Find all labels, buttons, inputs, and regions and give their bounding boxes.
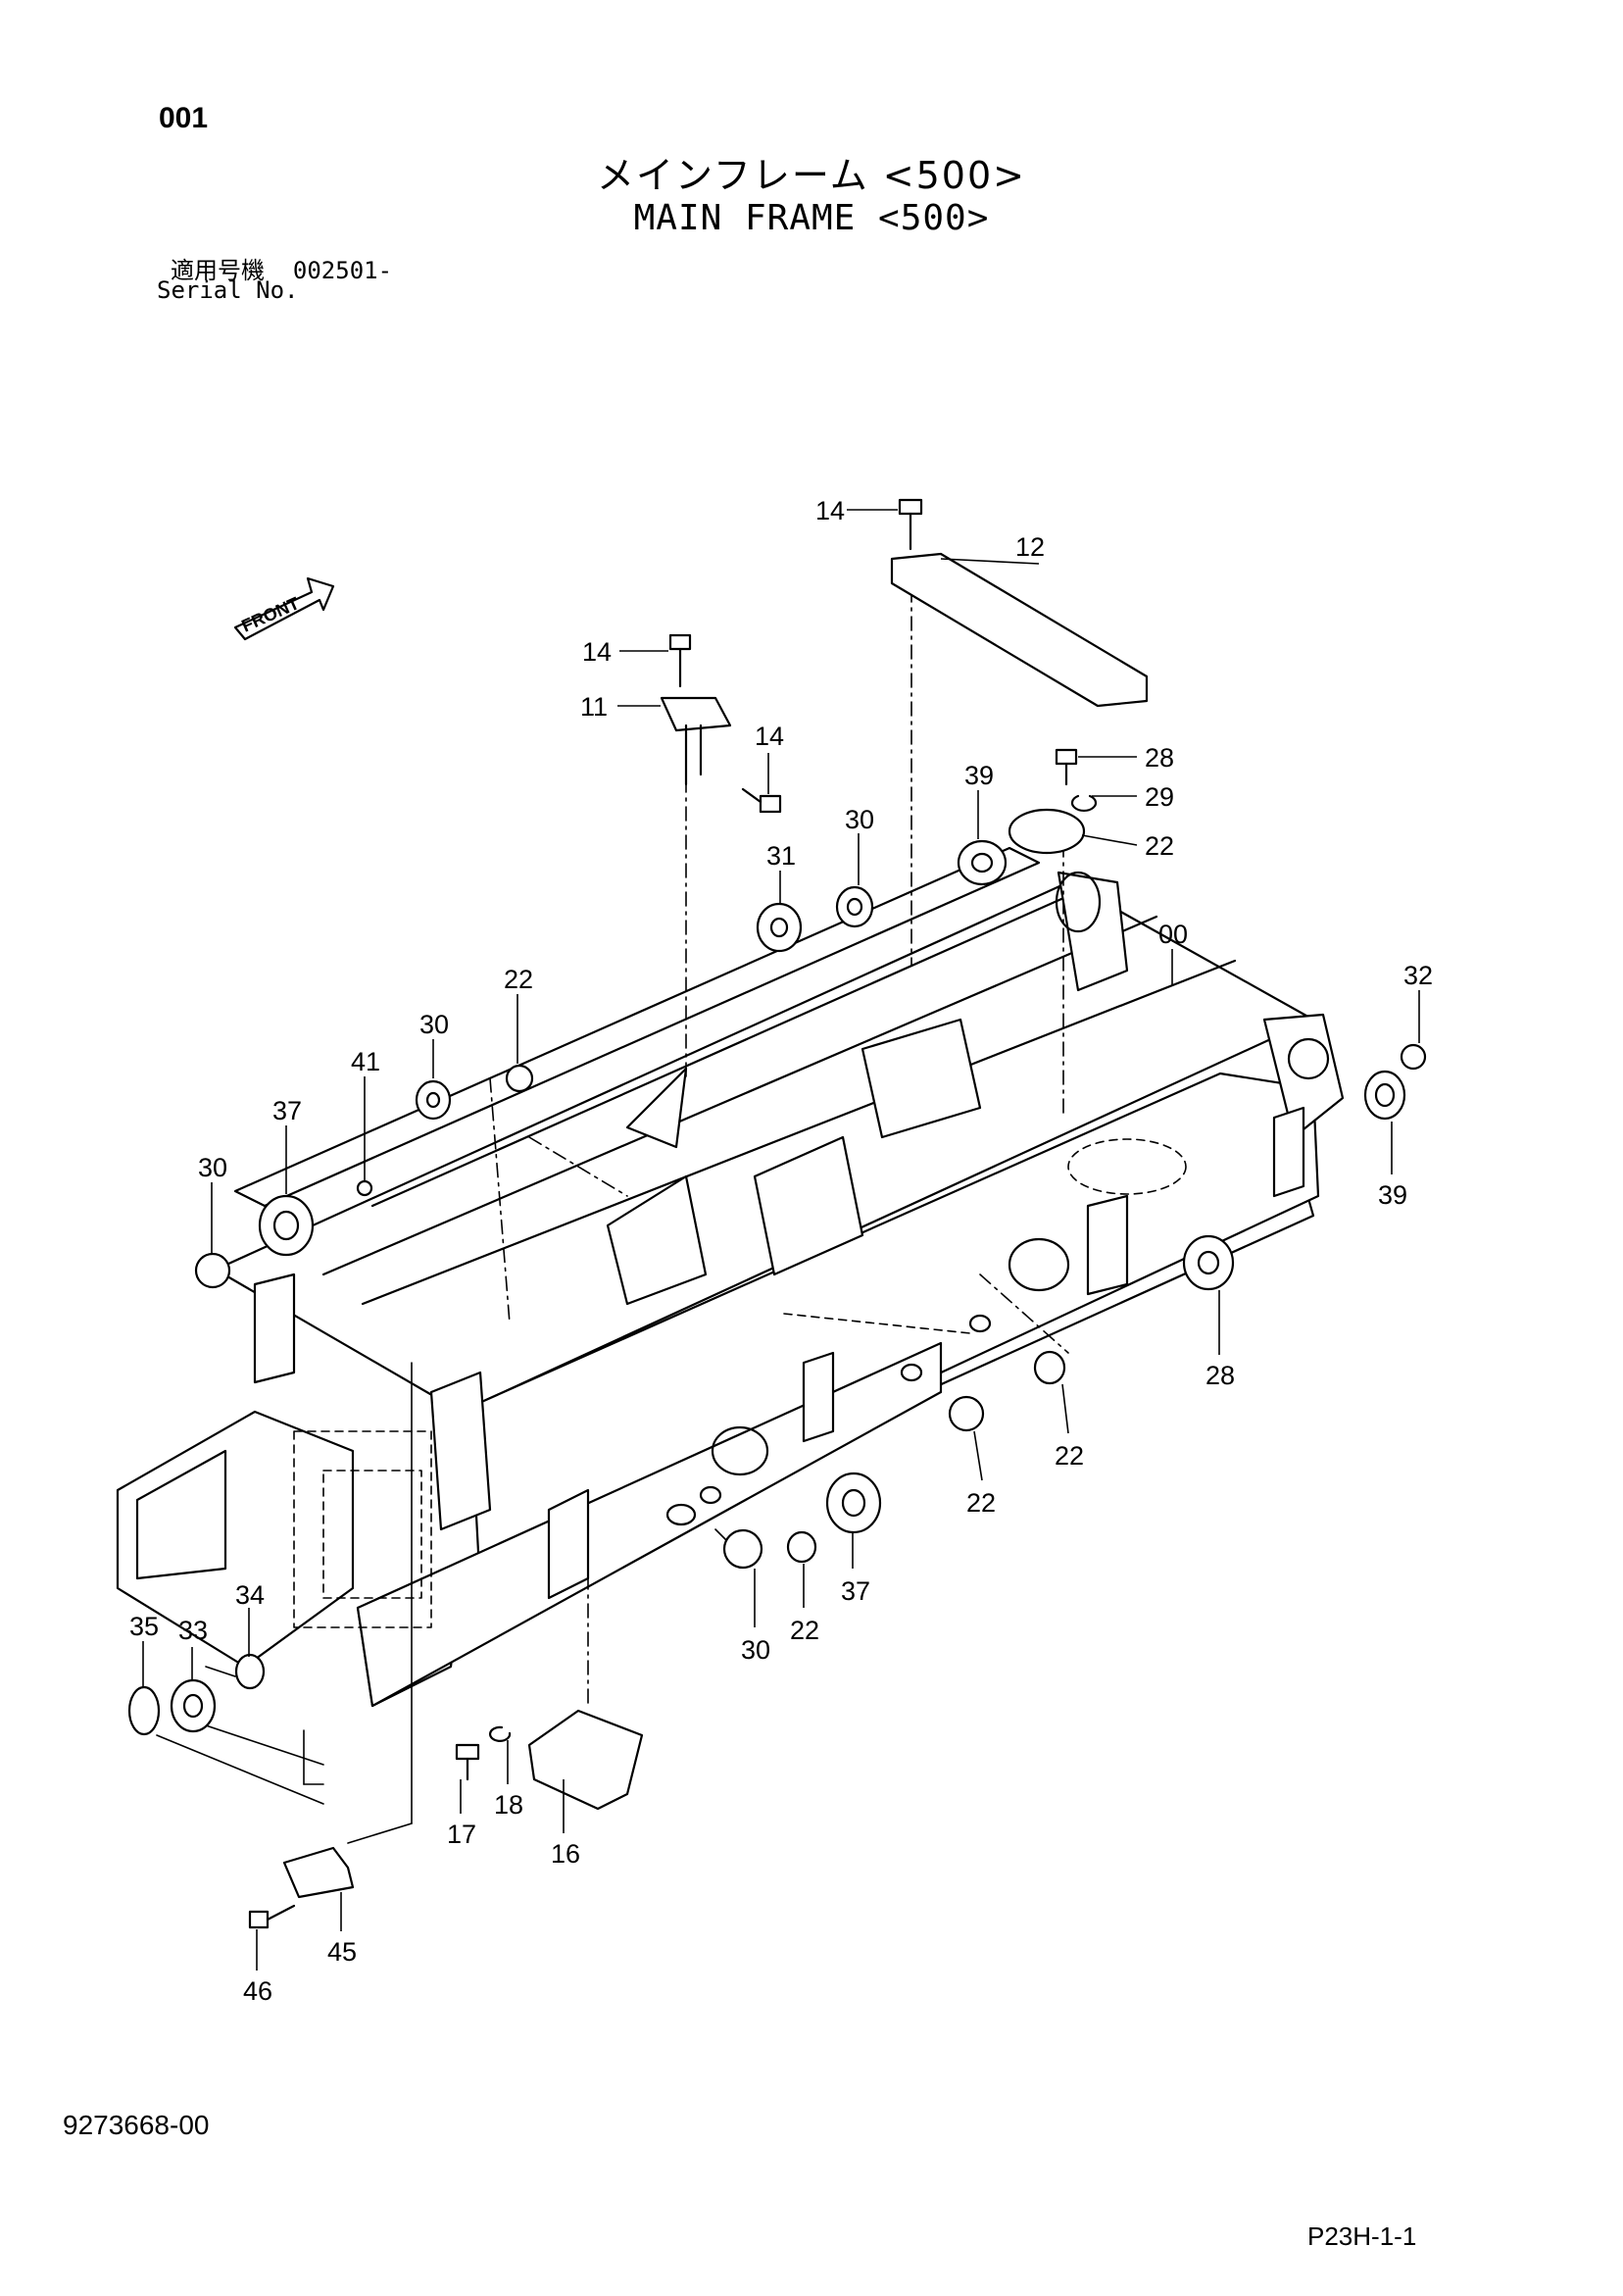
front-label: FRONT xyxy=(238,593,302,635)
callout-17: 17 xyxy=(447,1820,476,1849)
callout-39: 39 xyxy=(1378,1180,1407,1210)
serial-label-jp: 適用号機 xyxy=(171,257,265,284)
callout-46: 46 xyxy=(243,1976,272,2006)
title-english: MAIN FRAME <500> xyxy=(633,198,990,238)
document-number: 9273668-00 xyxy=(63,2110,210,2140)
assembly-lines xyxy=(156,587,1069,1844)
part-22-washer xyxy=(1070,794,1098,813)
callout-labels: 14 12 14 11 14 28 29 22 39 30 31 00 32 3… xyxy=(129,496,1433,2006)
callout-37: 37 xyxy=(272,1096,302,1125)
part-16-cover xyxy=(527,1709,644,1811)
part-11-bracket xyxy=(660,696,732,732)
front-arrow-icon: FRONT xyxy=(233,576,335,641)
callout-29: 22 xyxy=(966,1488,996,1518)
callout-37: 37 xyxy=(841,1576,870,1606)
callout-11: 11 xyxy=(580,692,608,722)
callout-30: 30 xyxy=(845,805,874,834)
callout-14: 14 xyxy=(815,496,845,525)
serial-label-en: Serial No. xyxy=(157,276,299,304)
grommet-icon xyxy=(127,839,1427,1736)
parts xyxy=(127,498,1427,1929)
serial-value: 002501- xyxy=(292,257,393,284)
page-number: 001 xyxy=(159,102,209,134)
callout-22: 29 xyxy=(1145,782,1174,812)
callout-30: 30 xyxy=(741,1635,770,1665)
callout-31: 31 xyxy=(766,841,796,871)
bolt-icon xyxy=(668,498,923,814)
main-frame xyxy=(116,846,1345,1708)
part-45-bracket xyxy=(282,1846,355,1899)
part-17-bolt xyxy=(455,1743,480,1761)
part-46-bolt xyxy=(248,1910,270,1929)
callout-32: 32 xyxy=(1403,961,1433,990)
callout-41: 41 xyxy=(351,1047,380,1076)
callout-18: 18 xyxy=(494,1790,523,1820)
callout-14: 14 xyxy=(755,722,784,751)
part-20-plate xyxy=(1008,808,1086,855)
callout-39: 39 xyxy=(964,761,994,790)
callout-34: 34 xyxy=(235,1580,265,1610)
callout-30: 30 xyxy=(419,1010,449,1039)
callout-29: 22 xyxy=(1055,1441,1084,1471)
callout-28: 28 xyxy=(1205,1361,1235,1390)
part-21-bolt xyxy=(1055,748,1078,766)
serial-number-row: 適用号機 002501- xyxy=(171,251,392,285)
callout-12: 12 xyxy=(1015,532,1045,562)
callout-29: 22 xyxy=(504,965,533,994)
callout-35: 35 xyxy=(129,1612,159,1641)
part-18-washer xyxy=(488,1725,512,1742)
callout-00: 00 xyxy=(1158,920,1188,949)
callout-20: 22 xyxy=(1145,831,1174,861)
callout-14: 14 xyxy=(582,637,612,667)
callout-30: 30 xyxy=(198,1153,227,1182)
callout-21: 28 xyxy=(1145,743,1174,773)
part-12-bracket xyxy=(890,552,1149,708)
callout-16: 16 xyxy=(551,1839,580,1869)
title-japanese: メインフレーム <500> xyxy=(596,154,1026,197)
callout-45: 45 xyxy=(327,1937,357,1967)
callout-33: 33 xyxy=(178,1616,208,1645)
page-code: P23H-1-1 xyxy=(1307,2221,1417,2251)
callout-29: 22 xyxy=(790,1616,819,1645)
